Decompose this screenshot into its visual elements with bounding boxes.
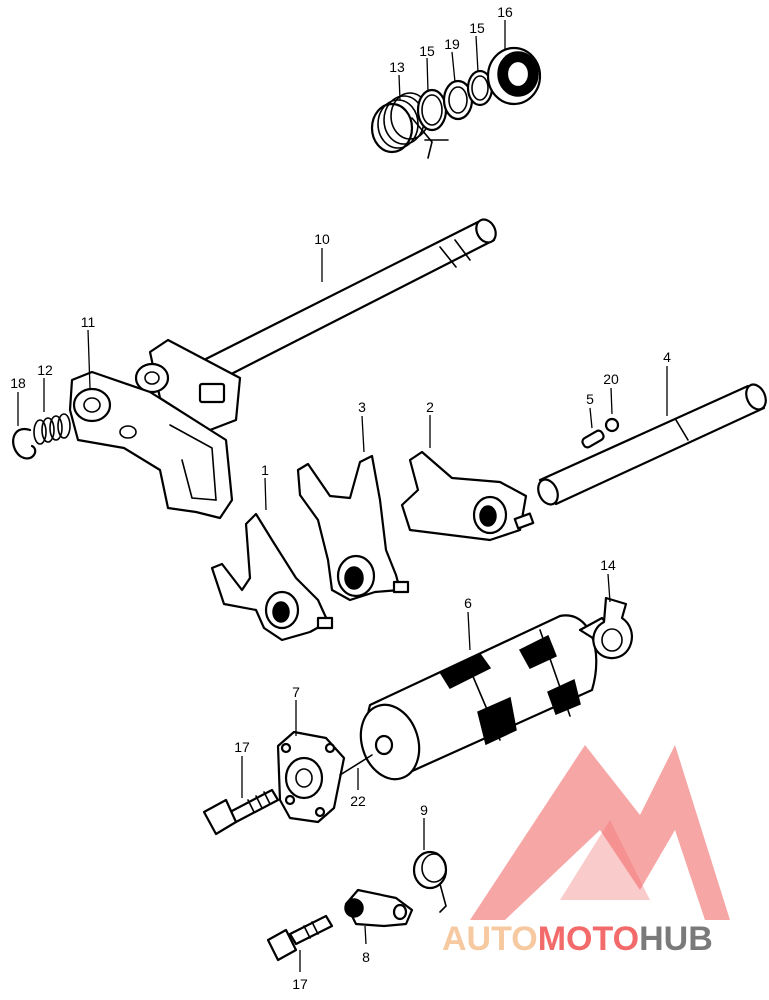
gearshift-spindle-10: [178, 218, 497, 394]
shift-fork-shaft-4: [537, 383, 767, 506]
callout-1: 1: [261, 462, 269, 478]
spring-13: [370, 92, 449, 159]
circlip-15-right: [466, 69, 494, 107]
circlip-19: [12, 427, 37, 460]
clip-14: [592, 596, 633, 660]
callout-4: 4: [663, 349, 671, 365]
callout-10: 10: [314, 231, 330, 247]
callout-2: 2: [426, 399, 434, 415]
shift-fork-3: [296, 454, 410, 602]
shift-drum-6: [359, 614, 614, 781]
watermark-moto: MOTO: [538, 920, 639, 958]
callout-16: 16: [497, 4, 513, 20]
leader-lines: [17, 20, 668, 972]
guide-pin-5: [581, 429, 605, 449]
callout-20: 19: [444, 36, 460, 52]
callout-22: 22: [350, 793, 366, 809]
callout-5: 5: [586, 391, 594, 407]
oil-seal-16: [486, 46, 542, 106]
shift-fork-1: [210, 512, 334, 642]
ball-21: [604, 417, 620, 433]
watermark-hub: HUB: [639, 920, 713, 958]
gearshift-arm-11: [68, 338, 242, 520]
shift-fork-2: [400, 450, 535, 542]
stopper-arm-8: [344, 888, 414, 928]
pin-22: [339, 754, 373, 776]
spring-9: [412, 850, 448, 913]
circlip-15-left: [416, 88, 448, 132]
callout-18: 17: [234, 739, 250, 755]
callout-14: 14: [600, 557, 616, 573]
bolt-18: [202, 788, 280, 836]
callout-12: 12: [37, 362, 53, 378]
watermark-auto: AUTO: [442, 920, 538, 958]
spring-12: [33, 413, 71, 445]
callout-9: 9: [420, 802, 428, 818]
callout-11: 11: [81, 314, 96, 330]
callout-17: 17: [292, 976, 308, 992]
callout-3: 3: [358, 399, 366, 415]
callout-21: 20: [603, 371, 619, 387]
drum-plate-7: [276, 730, 346, 824]
callout-8: 8: [362, 949, 370, 965]
callout-6: 6: [464, 595, 472, 611]
triangle-logo-icon: [470, 745, 730, 920]
callout-15-left: 15: [419, 43, 435, 59]
callout-19: 18: [10, 375, 26, 391]
watermark-text: AUTOMOTOHUB: [442, 920, 713, 958]
bolt-17: [266, 914, 334, 962]
callout-13: 13: [389, 59, 405, 75]
callout-7: 7: [292, 684, 300, 700]
callout-15-right: 15: [469, 20, 485, 36]
